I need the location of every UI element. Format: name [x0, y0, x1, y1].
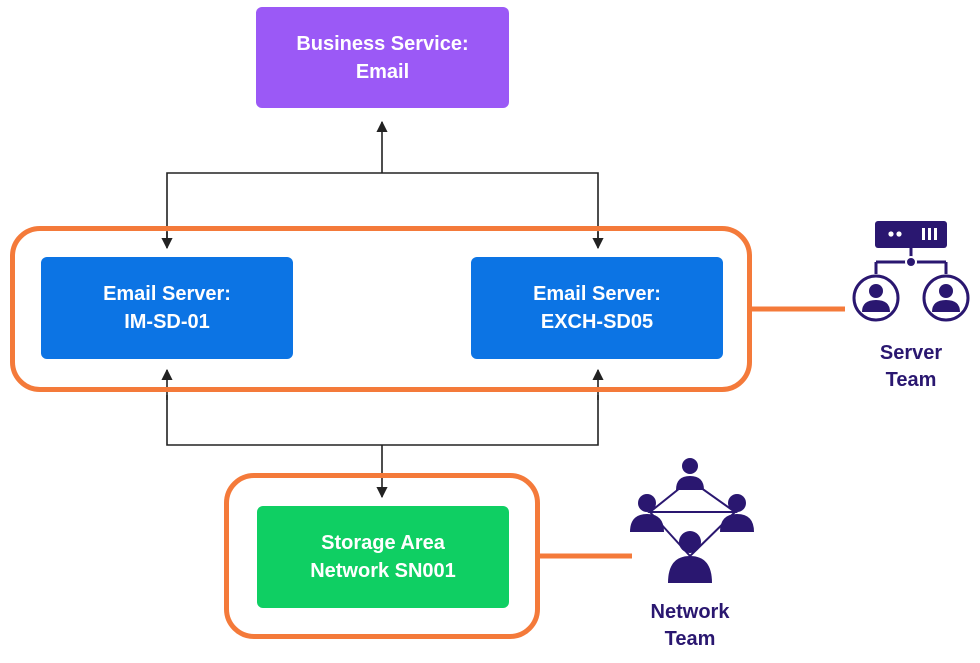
- email-server-1-line1: Email Server:: [103, 283, 231, 305]
- business-service-line2: Email: [355, 60, 410, 83]
- email-server-1-line2: IM-SD-01: [124, 311, 210, 333]
- server-team-line1: Server: [879, 342, 943, 364]
- storage-line1: Storage Area: [321, 532, 445, 554]
- storage-node: Storage Area Network SN001: [257, 506, 509, 608]
- storage-line2: Network SN001: [310, 560, 456, 582]
- business-service-node: Business Service: Email: [256, 7, 509, 108]
- email-server-2-line2: EXCH-SD05: [540, 311, 654, 333]
- network-team-line1: Network: [650, 601, 730, 623]
- connector-top: [166, 172, 599, 245]
- server-team-line2: Team: [885, 369, 937, 391]
- server-group-outline: [10, 226, 752, 392]
- storage-group-outline: [224, 473, 540, 639]
- business-service-line1: Business Service:: [296, 32, 469, 55]
- email-server-2-line1: Email Server:: [533, 283, 661, 305]
- network-team-label: Network Team: [630, 599, 750, 653]
- network-team-line2: Team: [664, 628, 716, 650]
- server-team-label: Server Team: [850, 340, 972, 394]
- email-server-node-2: Email Server: EXCH-SD05: [471, 257, 723, 359]
- email-server-node-1: Email Server: IM-SD-01: [41, 257, 293, 359]
